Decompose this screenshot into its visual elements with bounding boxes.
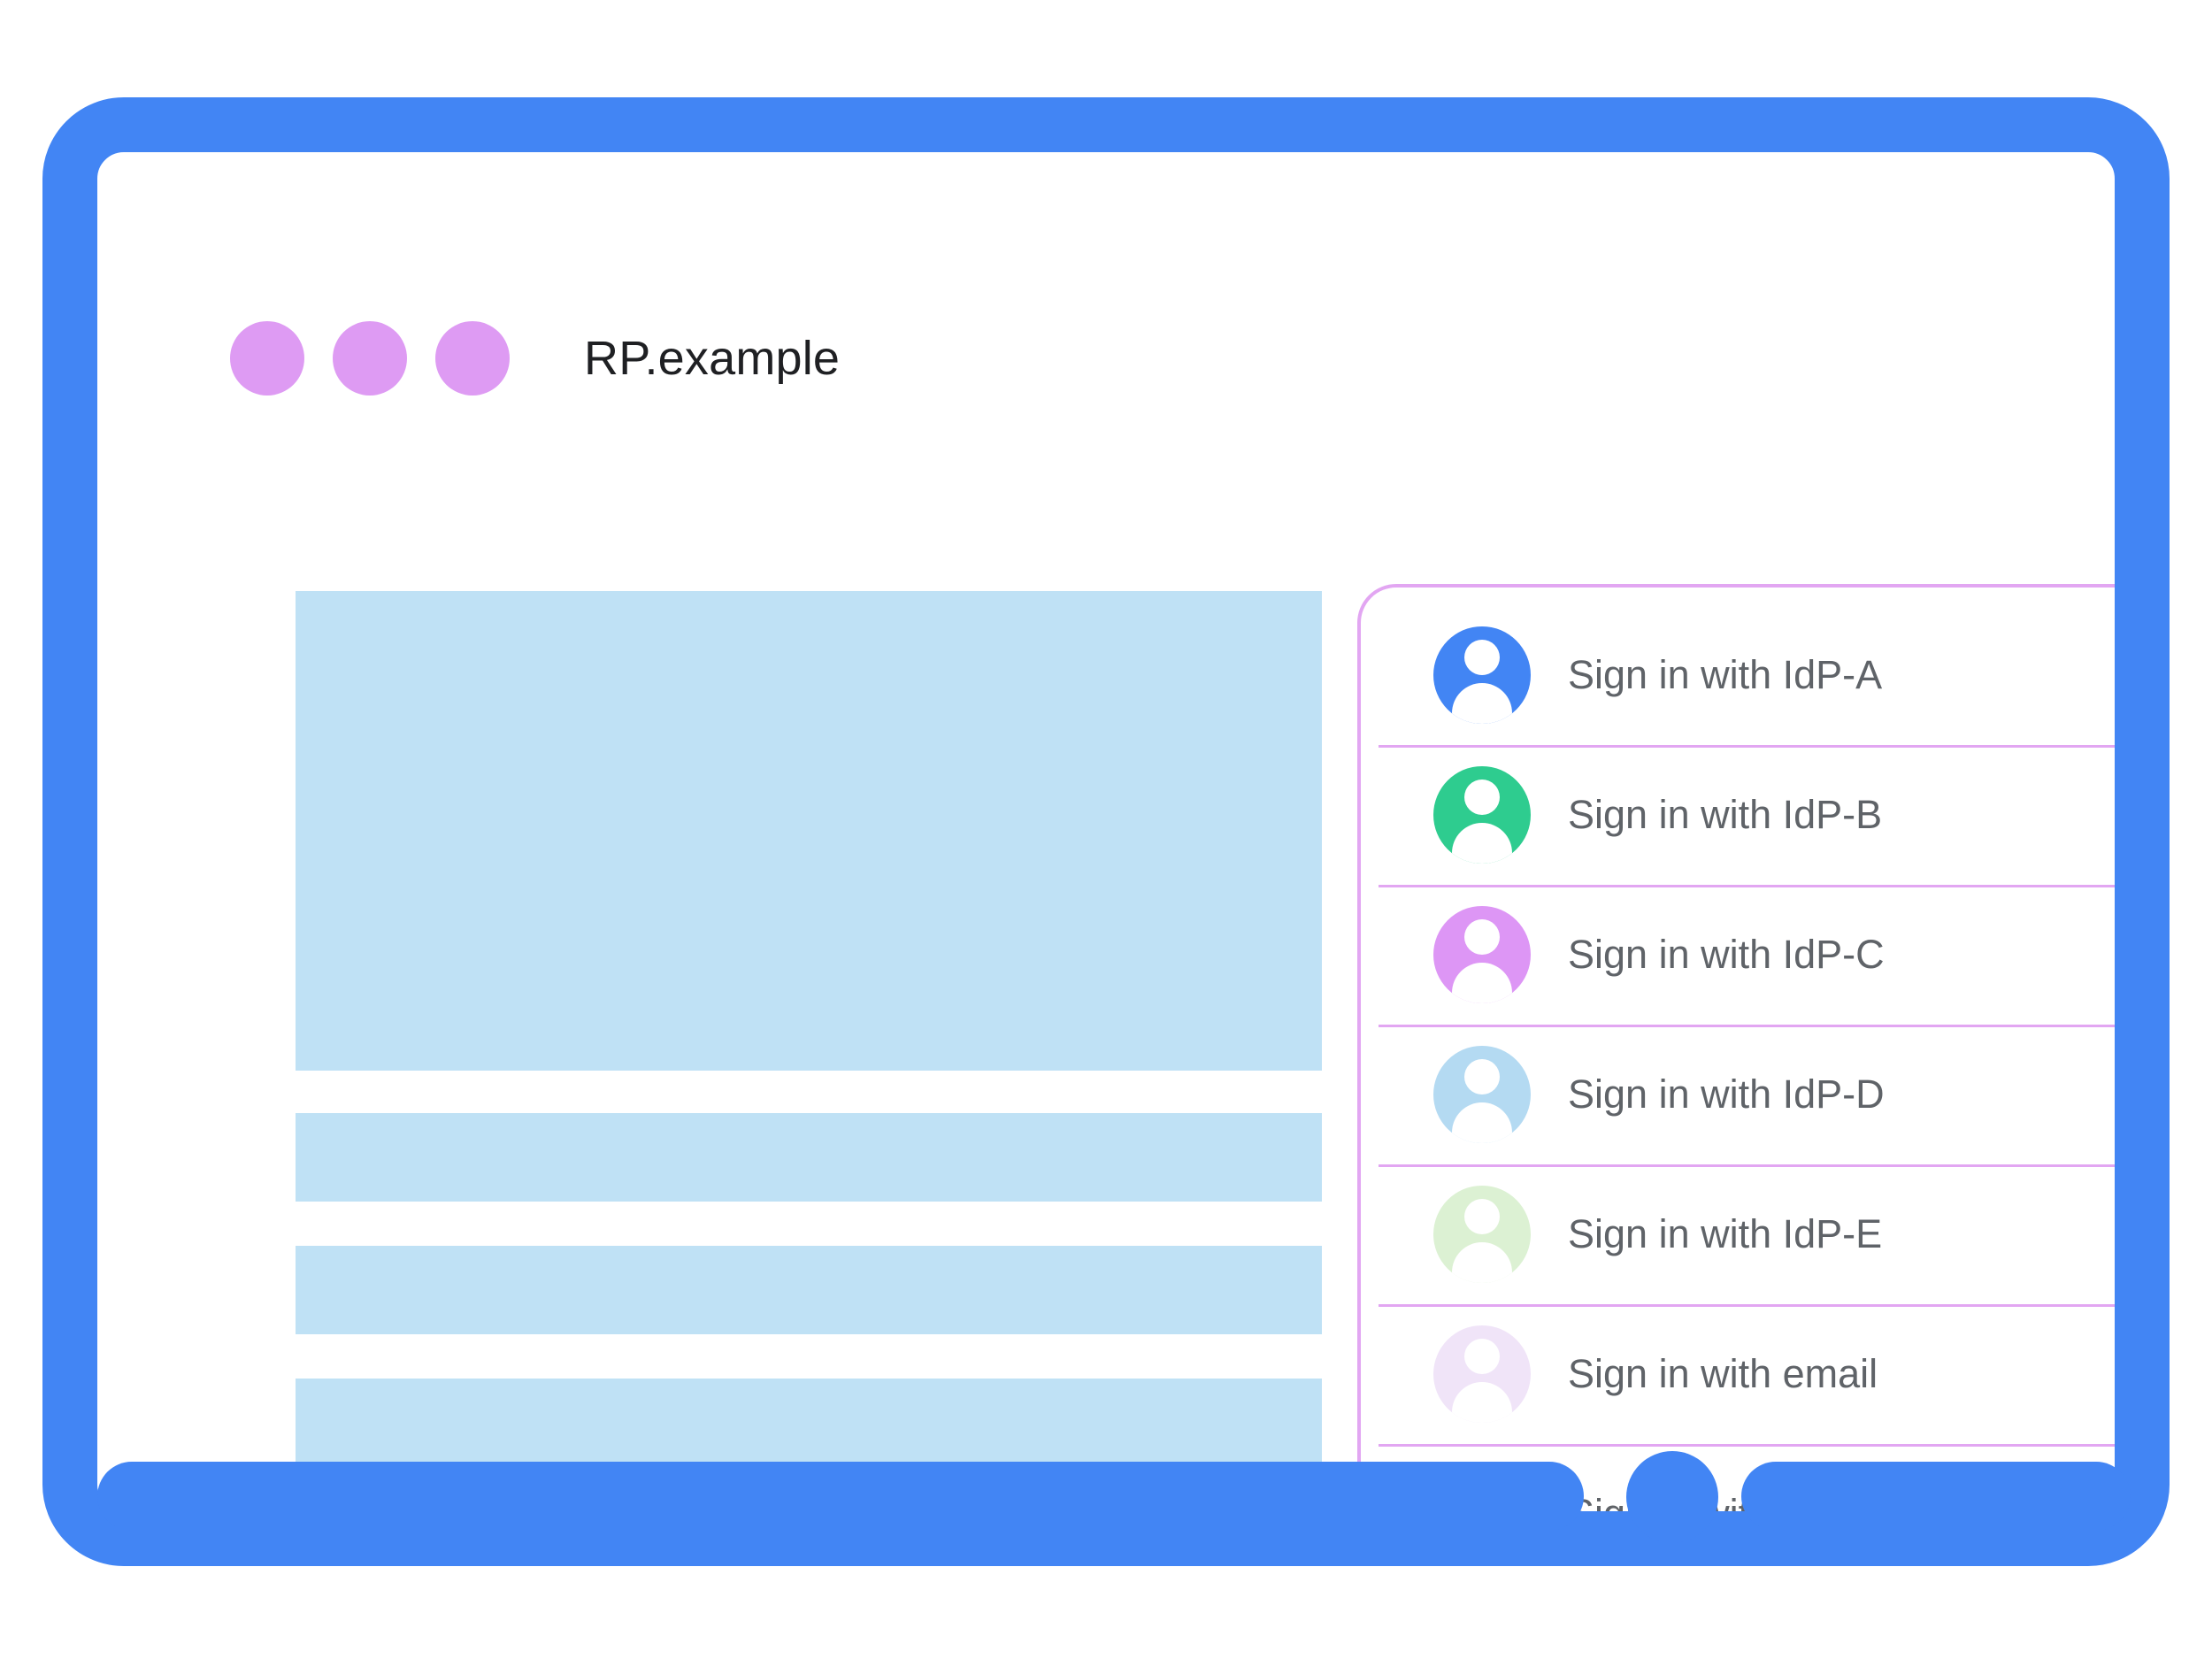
account-item-label: Sign in with IdP-C [1568,932,1885,977]
window-dot-1 [230,321,304,396]
account-avatar-icon [1433,1186,1531,1283]
account-item-label: Sign in with IdP-B [1568,792,1883,837]
account-item-idp-e[interactable]: Sign in with IdP-E [1361,1164,2115,1304]
home-button[interactable] [1626,1451,1718,1543]
device-frame: RP.example Sign in with IdP-A Sign in wi… [42,97,2170,1566]
account-item-label: Sign in with email [1568,1351,1878,1396]
row-placeholder-3 [296,1379,1322,1467]
account-item-email[interactable]: Sign in with email [1361,1304,2115,1444]
account-avatar-icon [1433,906,1531,1003]
hero-placeholder [296,591,1322,1071]
row-placeholder-1 [296,1113,1322,1202]
account-avatar-icon [1433,1325,1531,1423]
account-item-idp-c[interactable]: Sign in with IdP-C [1361,885,2115,1025]
window-dot-2 [333,321,407,396]
page-content-placeholders [296,591,1322,1511]
account-avatar-icon [1433,766,1531,864]
browser-window: RP.example Sign in with IdP-A Sign in wi… [97,152,2115,1511]
chin-bar-left [97,1462,1584,1531]
window-dot-3 [435,321,510,396]
account-item-label: Sign in with IdP-A [1568,652,1883,697]
account-item-label: Sign in with IdP-D [1568,1071,1885,1117]
account-item-label: Sign in with IdP-E [1568,1211,1883,1256]
account-item-idp-b[interactable]: Sign in with IdP-B [1361,745,2115,885]
account-avatar-icon [1433,1046,1531,1143]
page-title: RP.example [584,332,841,385]
account-chooser-panel: Sign in with IdP-A Sign in with IdP-B Si… [1357,584,2115,1511]
account-avatar-icon [1433,626,1531,724]
title-bar: RP.example [230,316,840,401]
account-item-idp-d[interactable]: Sign in with IdP-D [1361,1025,2115,1164]
account-item-idp-a[interactable]: Sign in with IdP-A [1361,605,2115,745]
chin-bar-right [1741,1462,2131,1531]
row-placeholder-2 [296,1246,1322,1334]
